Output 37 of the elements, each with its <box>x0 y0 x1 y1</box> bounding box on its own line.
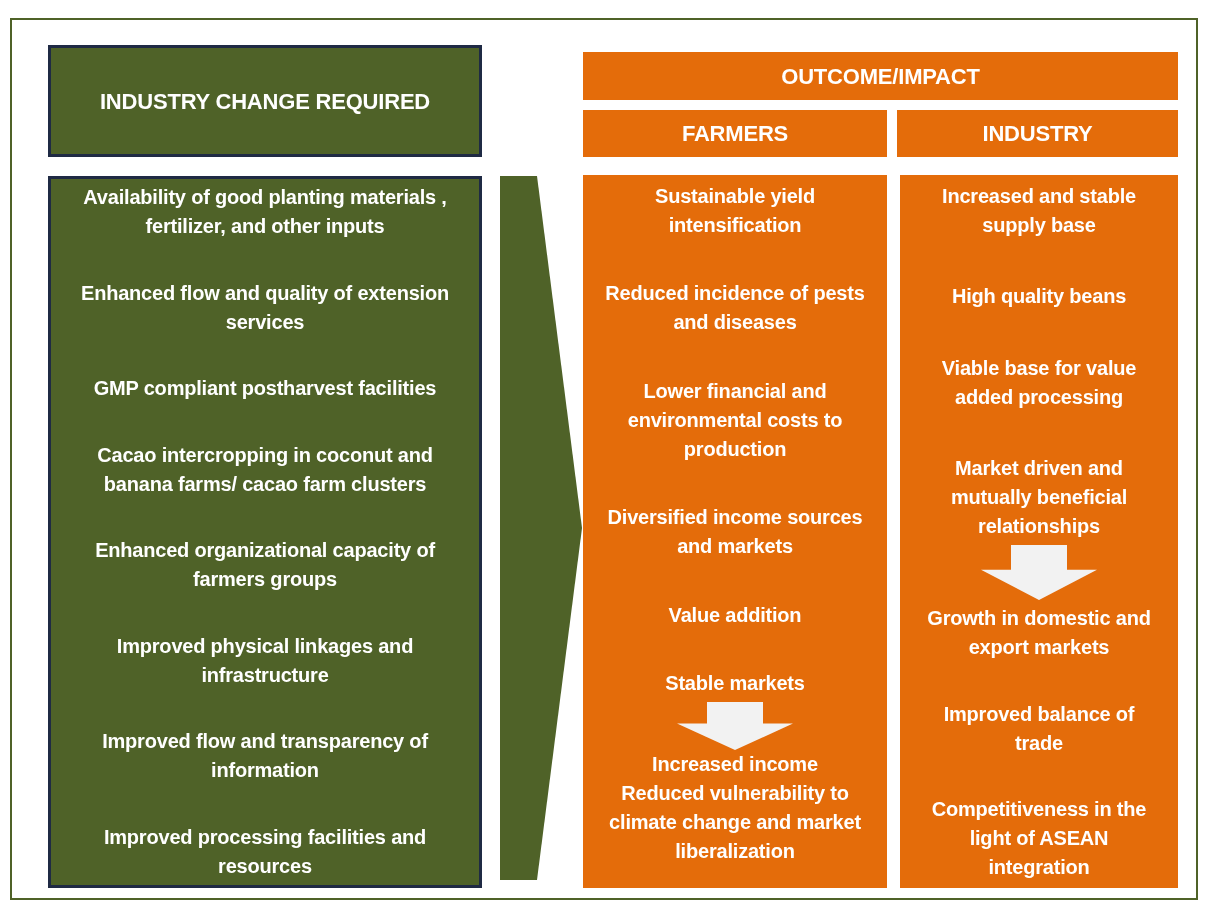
list-item: Improved flow and transparency of information <box>101 729 430 784</box>
block-arrow <box>981 545 1097 600</box>
list-item: Competitiveness in the light of ASEAN integration <box>930 797 1148 880</box>
list-item: High quality beans <box>951 284 1127 310</box>
list-item: Reduced incidence of pests and diseases <box>604 281 866 336</box>
list-item: Improved physical linkages and infrastructure <box>115 633 415 688</box>
heading: INDUSTRY CHANGE REQUIRED <box>99 87 431 116</box>
heading: INDUSTRY <box>982 120 1093 148</box>
list-item: Sustainable yield intensification <box>654 184 816 238</box>
column-box <box>900 175 1178 888</box>
list-item: Improved balance of trade <box>942 701 1136 756</box>
list-item: GMP compliant postharvest facilities <box>93 376 437 402</box>
heading: FARMERS <box>681 120 789 148</box>
list-item: Diversified income sources and markets <box>606 505 864 560</box>
list-item: Availability of good planting materials , fertilizer, and other inputs <box>82 185 448 239</box>
list-item: Increased income <box>652 752 818 777</box>
list-item: Stable markets <box>665 670 805 696</box>
list-item: Viable base for value added processing <box>940 355 1138 410</box>
list-item: Increased and stable supply base <box>941 184 1137 238</box>
list-item: Improved processing facilities and resources <box>102 824 428 879</box>
heading: OUTCOME/IMPACT <box>781 62 980 91</box>
header-box <box>583 110 887 157</box>
list-box <box>48 176 482 888</box>
list-item: Market driven and mutually beneficial relationships <box>949 456 1129 539</box>
header-box <box>48 45 482 157</box>
header-box <box>583 52 1178 100</box>
list-item: Reduced vulnerability to climate change and market liberalization <box>608 781 862 864</box>
chevron-arrow <box>500 176 582 880</box>
list-item: Value addition <box>668 602 802 628</box>
column-box <box>583 175 887 888</box>
list-item: Growth in domestic and export markets <box>926 606 1152 660</box>
list-item: Enhanced organizational capacity of farmers groups <box>94 538 437 593</box>
list-item: Cacao intercropping in coconut and banana farms/ cacao farm clusters <box>96 442 434 497</box>
list-item: Lower financial and environmental costs to production <box>626 378 844 462</box>
header-box <box>897 110 1178 157</box>
block-arrow <box>677 702 793 750</box>
list-item: Enhanced flow and quality of extension services <box>80 280 450 335</box>
